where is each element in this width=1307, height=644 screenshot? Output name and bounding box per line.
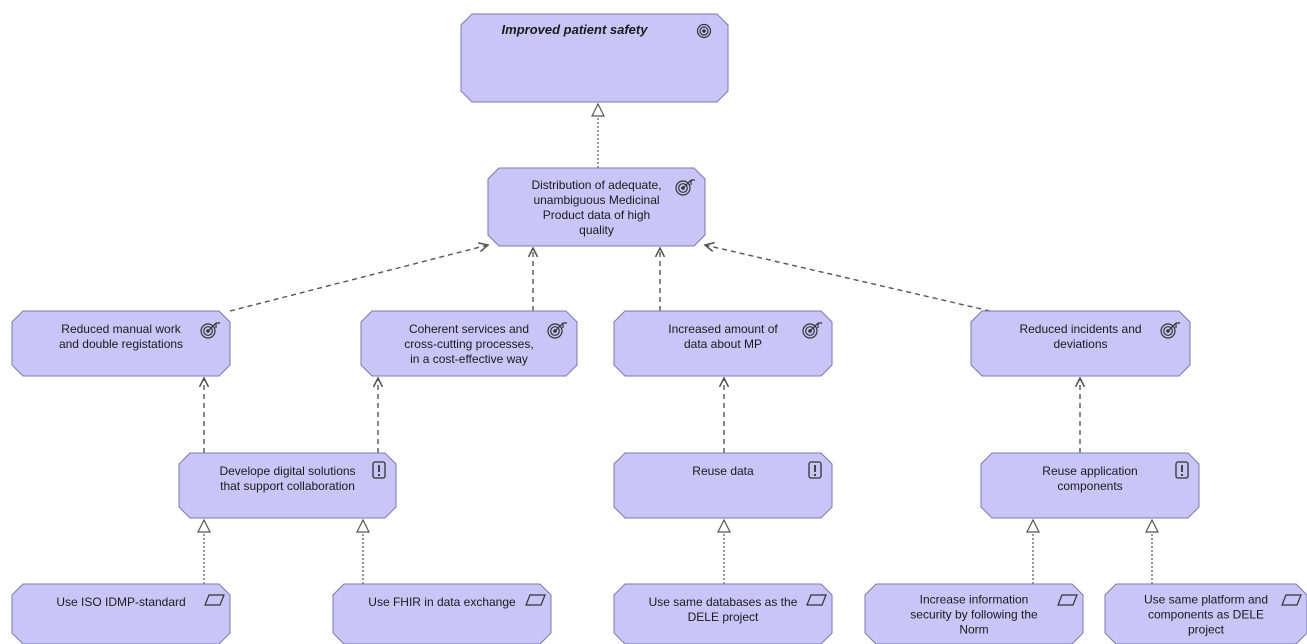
node-label-line: DELE project	[688, 610, 759, 624]
node-label-line: Reuse application	[1042, 464, 1137, 478]
node-label-line: Use FHIR in data exchange	[368, 595, 516, 609]
influence-edge-n_incid-to-n_dist[interactable]	[705, 245, 991, 312]
realization-edge-n_fhir-to-n_digital[interactable]	[356, 518, 370, 584]
node-label-line: Norm	[959, 623, 988, 637]
node-label-line: and double registations	[59, 337, 183, 351]
node-label-line: Coherent services and	[409, 322, 529, 336]
node-label-line: components	[1057, 479, 1122, 493]
edges-layer	[197, 102, 1159, 584]
node-label-line: project	[1188, 623, 1225, 637]
requirement-icon	[806, 594, 827, 606]
realization-edge-n_security-to-n_reuseapp[interactable]	[1026, 518, 1040, 584]
node-label-line: Increase information	[920, 593, 1029, 607]
realization-edge-n_samedb-to-n_reuse[interactable]	[717, 518, 731, 584]
node-label-line: Distribution of adequate,	[531, 178, 661, 192]
node-label-line: Use same databases as the	[649, 595, 798, 609]
principle-icon	[808, 461, 822, 479]
outcome-icon	[675, 179, 695, 196]
realization-edge-n_iso-to-n_digital[interactable]	[197, 518, 211, 584]
goal-icon	[696, 23, 712, 39]
node-dist[interactable]: Distribution of adequate,unambiguous Med…	[487, 167, 706, 247]
outcome-icon	[547, 322, 567, 339]
node-label-line: Improved patient safety	[502, 22, 649, 37]
node-label-line: unambiguous Medicinal	[533, 193, 659, 207]
requirement-icon	[1281, 594, 1302, 606]
node-label-line: quality	[579, 223, 614, 237]
node-label-line: data about MP	[684, 337, 762, 351]
requirement-icon	[1057, 594, 1078, 606]
node-iso[interactable]: Use ISO IDMP-standard	[11, 583, 231, 644]
node-label-line: Use same platform and	[1144, 593, 1268, 607]
principle-icon	[1175, 461, 1189, 479]
node-label-line: in a cost-effective way	[410, 352, 528, 366]
requirement-icon	[525, 594, 546, 606]
node-safety[interactable]: Improved patient safety	[460, 13, 729, 103]
node-label-line: Develope digital solutions	[219, 464, 355, 478]
node-label-line: security by following the	[910, 608, 1038, 622]
node-label-line: Reuse data	[692, 464, 754, 478]
requirement-icon	[204, 594, 225, 606]
node-fhir[interactable]: Use FHIR in data exchange	[332, 583, 552, 644]
realization-edge-n_platform-to-n_reuseapp[interactable]	[1145, 518, 1159, 584]
node-reuse[interactable]: Reuse data	[613, 452, 833, 519]
principle-icon	[372, 461, 386, 479]
node-label-line: Use ISO IDMP-standard	[56, 595, 185, 609]
outcome-icon	[802, 322, 822, 339]
node-label-line: cross-cutting processes,	[404, 337, 533, 351]
node-label-line: Reduced incidents and	[1019, 322, 1141, 336]
node-label-line: Reduced manual work	[61, 322, 181, 336]
node-label-line: that support collaboration	[220, 479, 355, 493]
node-label-line: Product data of high	[543, 208, 650, 222]
realization-edge-n_dist-to-n_safety[interactable]	[591, 102, 605, 168]
node-label-line: Increased amount of	[668, 322, 778, 336]
node-label-line: deviations	[1053, 337, 1107, 351]
node-label-line: components as DELE	[1148, 608, 1264, 622]
influence-edge-n_manual-to-n_dist[interactable]	[229, 245, 488, 312]
outcome-icon	[1160, 322, 1180, 339]
outcome-icon	[200, 322, 220, 339]
